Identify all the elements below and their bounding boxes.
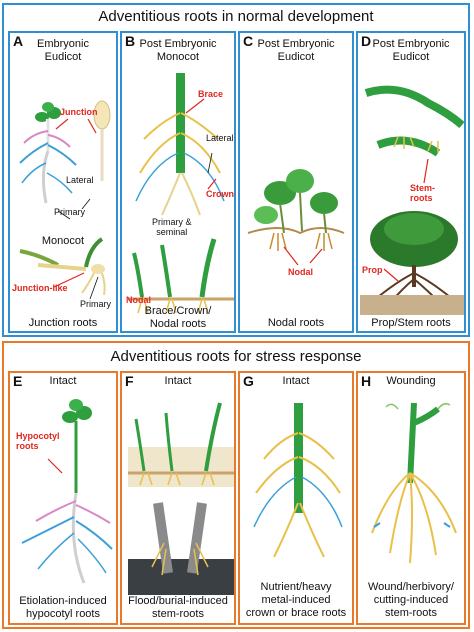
label-nodal: Nodal <box>126 295 152 305</box>
section-title-normal: Adventitious roots in normal development <box>98 8 374 25</box>
panel-a: A Embryonic Eudicot <box>8 31 118 333</box>
panel-caption: Flood/burial-induced stem-roots <box>128 595 228 620</box>
panel-caption: Nutrient/heavy metal-induced crown or br… <box>245 581 347 619</box>
crown-brace-root-illustration <box>253 403 343 558</box>
wounded-stem-illustration <box>371 402 457 564</box>
panel-heading: Intact <box>164 375 192 387</box>
panel-letter: A <box>13 33 24 49</box>
panel-b: B Post Embryonic Monocot Brace Lateral C… <box>120 31 236 333</box>
panel-letter: E <box>13 373 23 389</box>
panel-letter: H <box>361 373 372 389</box>
eudicot-seedling-illustration <box>19 100 111 300</box>
label-lateral: Lateral <box>66 175 94 185</box>
panel-heading: Intact <box>282 375 310 387</box>
panel-d: D Post Embryonic Eudicot Stem- roots Pro… <box>356 31 466 333</box>
label-crown: Crown <box>206 189 234 199</box>
panel-f: F Intact Flood/burial-induced stem-roots <box>120 371 236 625</box>
panel-heading: Post Embryonic Monocot <box>139 38 217 63</box>
panel-letter: D <box>361 33 372 49</box>
panel-caption: Nodal roots <box>267 317 325 329</box>
normal-development-section: Adventitious roots in normal development… <box>2 3 470 337</box>
panel-e: E Intact Hypocotyl roots Etiolation-indu… <box>8 371 118 625</box>
panel-heading: Post Embryonic Eudicot <box>372 38 450 63</box>
panel-c: C Post Embryonic Eudicot Nodal Nodal roo… <box>238 31 354 333</box>
panel-letter: C <box>243 33 254 49</box>
panel-caption: Prop/Stem roots <box>371 317 451 329</box>
panel-caption: Etiolation-induced hypocotyl roots <box>19 595 107 620</box>
panel-g: G Intact Nutrient/heavy metal-induced cr… <box>238 371 354 625</box>
panel-caption: Junction roots <box>28 317 98 329</box>
label-primary-seminal: Primary & seminal <box>152 217 192 237</box>
mangrove-prop-root-illustration <box>360 85 464 315</box>
monocot-maize-illustration <box>128 73 234 314</box>
label-lateral: Lateral <box>206 133 234 143</box>
label-junction: Junction <box>60 107 98 117</box>
section-title-stress: Adventitious roots for stress response <box>110 348 362 365</box>
label-primary: Primary <box>54 207 85 217</box>
flood-burial-illustration <box>128 402 234 595</box>
label-hypocotyl-roots: Hypocotyl roots <box>16 431 60 451</box>
panel-h: H Wounding Wound/herbivory/ cutting-indu… <box>356 371 466 625</box>
monocot-heading: Monocot <box>41 235 85 247</box>
panel-heading: Intact <box>49 375 77 387</box>
panel-letter: F <box>125 373 134 389</box>
etiolated-seedling-illustration <box>21 399 113 584</box>
panel-caption: Brace/Crown/ Nodal roots <box>144 305 212 330</box>
panel-letter: G <box>243 373 254 389</box>
label-primary-2: Primary <box>80 299 111 309</box>
label-brace: Brace <box>198 89 224 99</box>
panel-letter: B <box>125 33 136 49</box>
label-prop: Prop <box>362 265 383 275</box>
label-stem-roots: Stem- roots <box>410 183 436 203</box>
label-junction-like: Junction-like <box>12 283 68 293</box>
panel-heading: Embryonic Eudicot <box>37 38 89 63</box>
panel-heading: Post Embryonic Eudicot <box>257 38 335 63</box>
strawberry-runner-illustration <box>247 169 345 266</box>
panel-caption: Wound/herbivory/ cutting-induced stem-ro… <box>367 581 454 619</box>
panel-heading: Wounding <box>386 375 436 387</box>
stress-response-section: Adventitious roots for stress response E… <box>2 341 470 629</box>
label-nodal: Nodal <box>288 267 314 277</box>
